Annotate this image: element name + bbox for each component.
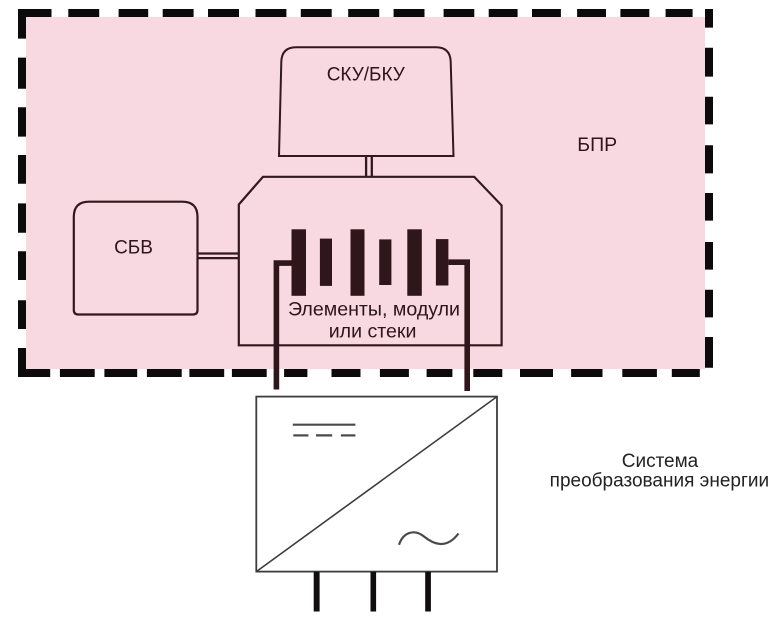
svg-text:СБВ: СБВ [114, 238, 153, 259]
svg-text:СКУ/БКУ: СКУ/БКУ [327, 65, 406, 86]
svg-text:Элементы, модули: Элементы, модули [288, 299, 460, 321]
svg-text:Система: Система [622, 451, 699, 472]
svg-text:преобразования энергии: преобразования энергии [550, 470, 769, 491]
svg-text:или стеки: или стеки [329, 320, 417, 342]
svg-text:БПР: БПР [577, 134, 617, 156]
